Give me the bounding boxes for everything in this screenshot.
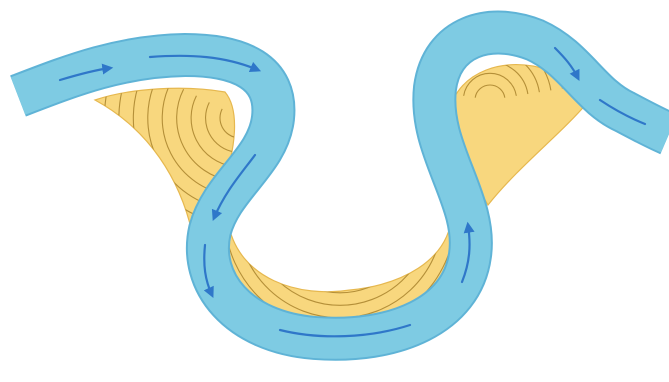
scroll-line bbox=[275, 219, 405, 280]
scroll-line bbox=[300, 218, 380, 256]
scroll-line bbox=[325, 216, 355, 230]
scroll-line bbox=[287, 218, 392, 267]
scroll-line bbox=[312, 217, 367, 243]
